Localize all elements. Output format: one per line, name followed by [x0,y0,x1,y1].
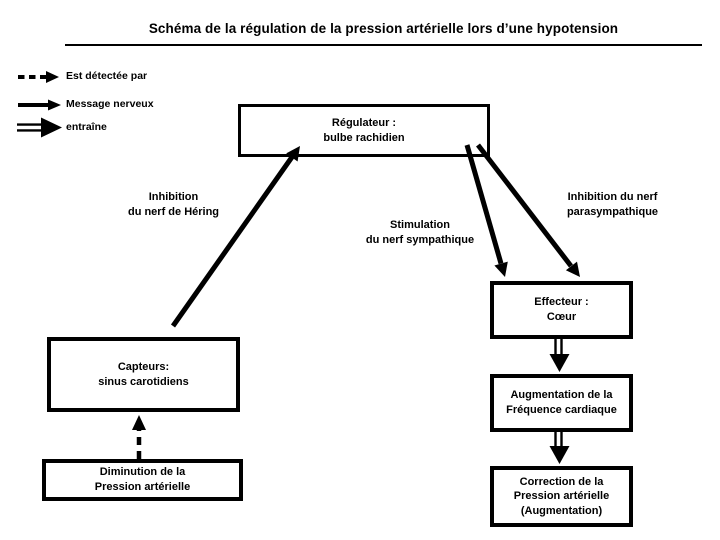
sympathetic-nerve-label: Stimulation du nerf sympathique [352,218,488,248]
sensors-line2: sinus carotidiens [98,375,189,388]
hering-nerve-arrow [170,146,300,328]
hering-label-line1: Inhibition [148,191,199,203]
effector-line2: Cœur [546,311,577,323]
sensors-box: Capteurs: sinus carotidiens [47,337,240,412]
correction-line3: (Augmentation) [520,504,603,517]
correction-line2: Pression artérielle [513,490,610,503]
correction-line1: Correction de la [519,475,604,488]
legend-item-causes-label: entraîne [66,121,107,133]
sensors-line1: Capteurs: [117,360,170,373]
sympathetic-nerve-arrow [464,144,508,277]
sympathetic-label-line1: Stimulation [390,219,450,231]
legend-item-nerve-message-label: Message nerveux [66,98,154,110]
effect-double-arrow-2 [549,431,570,464]
hering-label-line2: du nerf de Héring [127,206,220,219]
frequency-line1: Augmentation de la [510,389,613,402]
dashed-arrow-icon [18,71,59,83]
parasympathetic-nerve-label: Inhibition du nerf parasympathique [545,190,680,220]
parasympathetic-label-line1: Inhibition du nerf [567,191,658,203]
stimulus-line1: Diminution de la [99,466,186,479]
regulator-line1: Régulateur : [331,116,397,129]
frequency-increase-box: Augmentation de la Fréquence cardiaque [490,374,633,432]
legend-item-detected-label: Est détectée par [66,70,148,82]
hering-nerve-label: Inhibition du nerf de Héring [106,190,241,220]
regulator-box: Régulateur : bulbe rachidien [238,104,490,157]
effector-line1: Effecteur : [534,296,589,309]
page-title: Schéma de la régulation de la pression a… [65,21,702,46]
double-arrow-icon [17,117,62,138]
stimulus-box: Diminution de la Pression artérielle [42,459,243,501]
regulator-line2: bulbe rachidien [323,131,405,144]
effector-box: Effecteur : Cœur [490,281,633,339]
parasympathetic-label-line2: parasympathique [566,206,659,219]
detection-dashed-arrow [132,415,146,459]
solid-arrow-icon [18,99,61,111]
frequency-line2: Fréquence cardiaque [506,404,617,416]
effect-double-arrow-1 [549,339,570,372]
stimulus-line2: Pression artérielle [94,481,191,493]
pressure-correction-box: Correction de la Pression artérielle (Au… [490,466,633,527]
sympathetic-label-line2: du nerf sympathique [365,234,475,247]
